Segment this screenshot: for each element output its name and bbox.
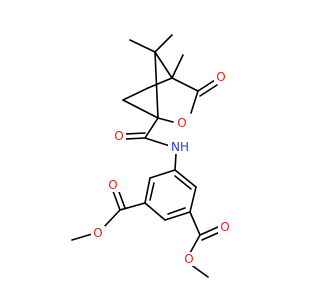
atom-o-ketone: O <box>214 70 228 84</box>
bond-ketone-1 <box>197 79 216 92</box>
atom-nh-amide: NH <box>168 140 190 154</box>
bond-ring-1 <box>149 169 176 179</box>
atom-o-ring: O <box>174 115 190 131</box>
bond-right-ester-co-2 <box>201 231 221 241</box>
atom-o-right-ester-alkoxy: O <box>182 252 196 266</box>
bond-left-ester-o-me <box>71 233 93 241</box>
bond-right-ester-co-1 <box>199 226 219 236</box>
svg-text:O: O <box>216 70 225 84</box>
svg-text:O: O <box>108 178 117 192</box>
atom-o-amide: O <box>112 129 126 143</box>
bond-bridgehead-methyl <box>171 54 184 79</box>
bond-ring-double-a <box>149 182 155 201</box>
bond-ch2-c1 <box>122 99 159 119</box>
bond-methyl-b <box>154 34 173 53</box>
bond-right-ester-o-me <box>189 263 209 278</box>
bond-c1-amide-c <box>144 117 159 139</box>
bond-ketone-2 <box>199 84 218 97</box>
bond-right-ester-c-o <box>189 234 201 254</box>
bond-o-c1 <box>157 117 174 123</box>
atom-o-left-ester-carbonyl: O <box>106 178 120 192</box>
molecule-diagram: O O O NH O O O O <box>71 34 232 278</box>
bond-left-ester-co-2 <box>117 188 126 209</box>
svg-text:O: O <box>93 226 102 240</box>
bond-n-aryl <box>174 153 177 171</box>
svg-text:O: O <box>114 129 123 143</box>
bond-left-ester-co-1 <box>112 190 121 211</box>
svg-text:O: O <box>220 220 229 234</box>
bond-ring-3 <box>144 202 166 221</box>
bond-ring-double-c <box>174 175 192 190</box>
svg-text:O: O <box>177 116 186 130</box>
bond-ring-5 <box>189 186 197 213</box>
bond-c4-ch2 <box>147 77 173 89</box>
bond-amide-c-n <box>144 137 171 147</box>
bond-c4-c3 <box>171 77 199 92</box>
bond-ch2-ch2 <box>122 87 149 101</box>
atom-o-left-ester-alkoxy: O <box>91 226 105 240</box>
bond-right-ester-c <box>189 211 201 236</box>
svg-text:O: O <box>184 252 193 266</box>
bond-left-ester-c <box>119 202 146 211</box>
bond-c3-o <box>190 90 199 114</box>
bond-ring-4 <box>164 211 191 221</box>
bond-bridge-top <box>154 51 173 79</box>
bond-ring-6 <box>174 169 197 188</box>
bond-amide-co-2 <box>124 132 146 135</box>
bond-ring-2 <box>144 177 151 204</box>
bond-left-ester-c-o <box>102 209 121 229</box>
bond-methyl-a <box>129 39 156 53</box>
svg-text:NH: NH <box>171 140 189 154</box>
bond-amide-co-1 <box>124 137 146 140</box>
atom-o-right-ester-carbonyl: O <box>218 220 232 234</box>
bond-ring-double-b <box>167 207 186 215</box>
